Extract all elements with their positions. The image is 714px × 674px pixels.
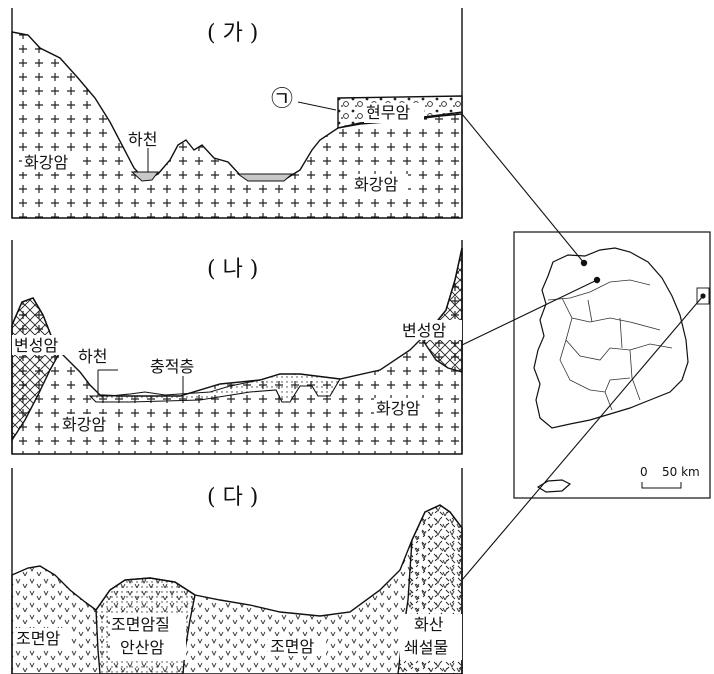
label-basalt: 현무암 — [366, 103, 410, 122]
province-borders — [547, 279, 673, 411]
panel-na: ( 나 ) 변성암 변성암 하천 충적층 화강암 화강암 — [11, 240, 463, 455]
label-granite-right: 화강암 — [376, 399, 420, 418]
river-water — [236, 173, 294, 182]
scale-zero: 0 — [640, 465, 648, 479]
panel-ga-title: ( 가 ) — [207, 21, 258, 46]
label-granite-left: 화강암 — [24, 153, 68, 172]
label-granite-right: 화강암 — [354, 175, 398, 194]
metamorphic-right — [423, 247, 463, 373]
panel-na-title: ( 나 ) — [207, 257, 258, 282]
trachyte-layer — [11, 504, 463, 674]
scale-value: 50 km — [662, 465, 700, 479]
label-trachyte-left: 조면암 — [16, 629, 60, 648]
connector-lines — [461, 113, 704, 581]
korea-map: 0 50 km — [513, 231, 711, 499]
label-meta-left: 변성암 — [14, 336, 58, 355]
label-trachyte-center: 조면암 — [270, 637, 314, 656]
label-river: 하천 — [128, 130, 157, 149]
label-pyro-line1: 화산 — [414, 615, 444, 634]
label-river: 하천 — [78, 347, 107, 366]
label-granite-left: 화강암 — [62, 415, 106, 434]
marker-gieuk: ㉠ — [271, 87, 293, 112]
peninsula-outline — [533, 247, 689, 429]
panel-da: ( 다 ) 조면암 조면암질 안산암 조면암 화산 쇄설물 — [11, 468, 463, 674]
alluvium-layer — [88, 373, 341, 403]
panel-da-title: ( 다 ) — [207, 485, 258, 510]
label-andesite-line2: 안산암 — [120, 638, 164, 657]
scale-bar — [641, 482, 682, 489]
label-meta-right: 변성암 — [402, 321, 446, 340]
river-water — [130, 171, 159, 182]
jeju-island — [536, 479, 572, 493]
label-sediment: 충적층 — [150, 357, 194, 376]
label-andesite-line1: 조면암질 — [111, 615, 170, 634]
label-pyro-line2: 쇄설물 — [404, 638, 448, 657]
map-frame — [513, 231, 711, 499]
panel-ga: ( 가 ) 현무암 ㉠ 하천 화강암 화강암 — [11, 8, 463, 219]
